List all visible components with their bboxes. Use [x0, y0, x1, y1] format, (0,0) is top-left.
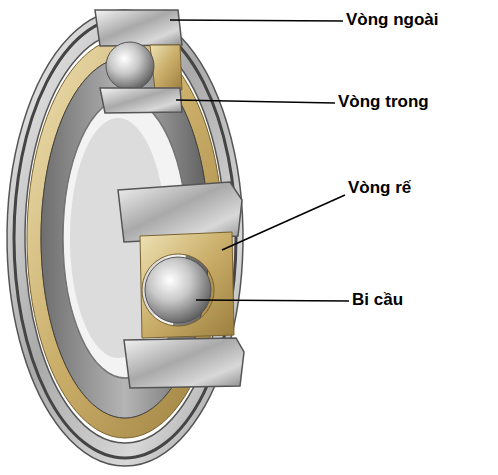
outer-ring-section [95, 10, 182, 46]
part-label: Vòng trong [338, 92, 429, 112]
part-label: Vòng rế [348, 178, 411, 198]
ball [145, 257, 211, 323]
inner-ring-section [124, 338, 244, 388]
ball-top [106, 42, 154, 90]
leader-line [170, 20, 343, 21]
part-label: Vòng ngoài [346, 10, 439, 30]
leader-line [222, 195, 345, 250]
cage-section [150, 45, 182, 90]
outer-ring [7, 10, 243, 466]
inner-ring-section [100, 88, 182, 113]
leader-line [196, 300, 349, 301]
leader-line [176, 100, 335, 103]
part-label: Bi cầu [352, 290, 403, 310]
cage-section [140, 232, 234, 338]
